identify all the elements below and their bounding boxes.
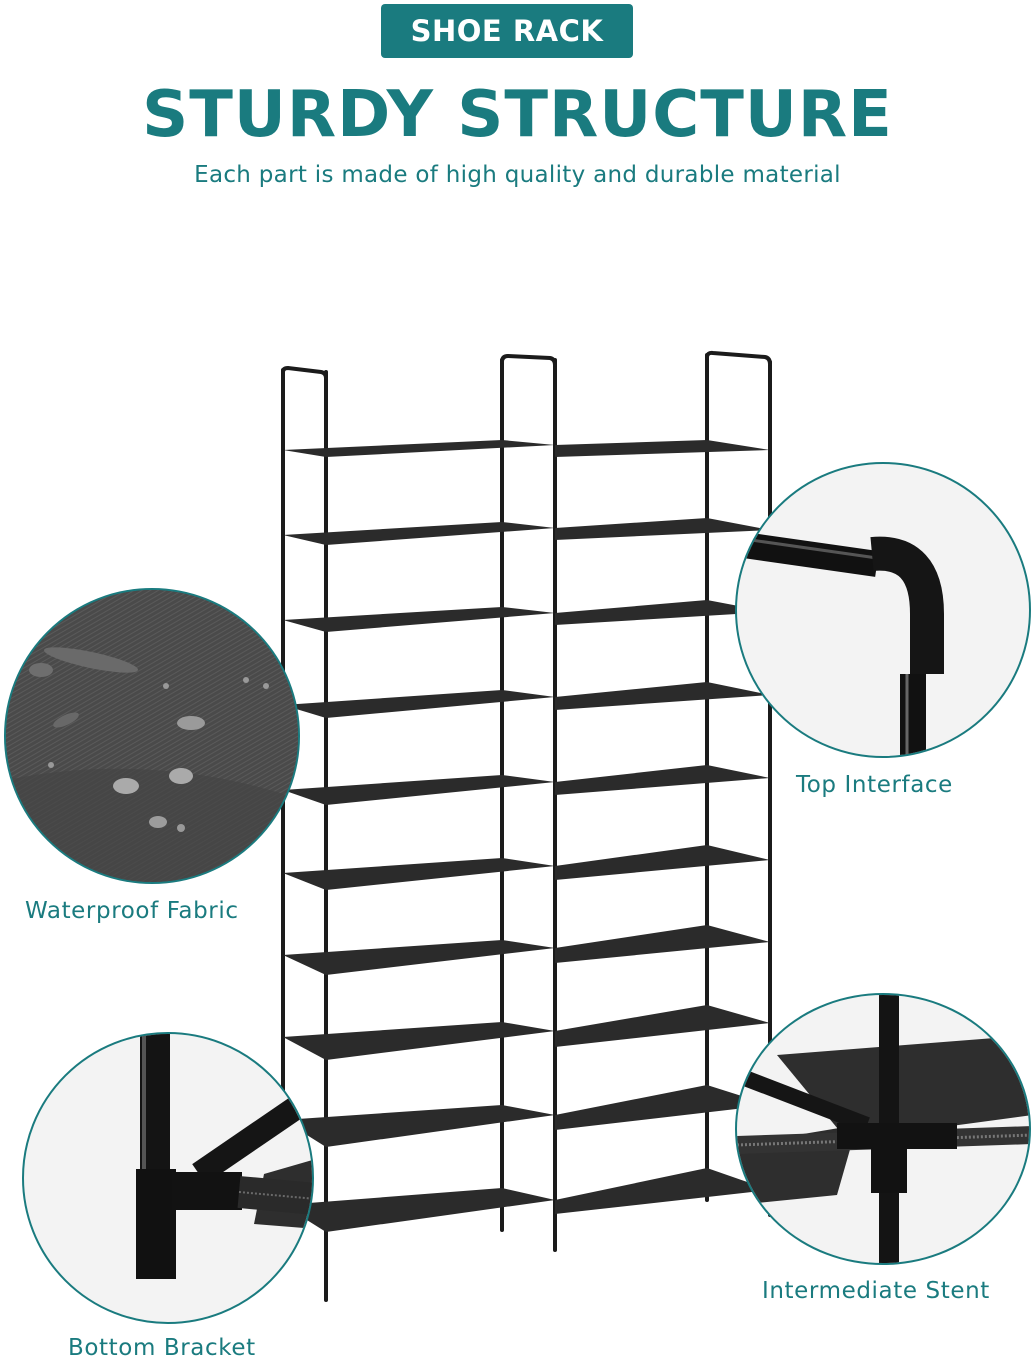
page-subtitle: Each part is made of high quality and du… — [194, 162, 841, 188]
badge-label: SHOE RACK — [410, 14, 604, 48]
t-joint-icon — [136, 1034, 312, 1279]
caption-intermediate-stent: Intermediate Stent — [762, 1278, 990, 1304]
fabric-water-drops-icon — [6, 590, 298, 882]
page-title: STURDY STRUCTURE — [142, 78, 893, 152]
detail-top-interface — [735, 462, 1031, 758]
caption-waterproof-fabric: Waterproof Fabric — [25, 898, 239, 924]
detail-bottom-bracket — [22, 1032, 314, 1324]
elbow-joint-icon — [737, 531, 944, 756]
shoe-rack-badge: SHOE RACK — [381, 4, 633, 58]
detail-waterproof-fabric — [4, 588, 300, 884]
cross-joint-icon — [737, 995, 1029, 1263]
caption-bottom-bracket: Bottom Bracket — [68, 1335, 256, 1361]
detail-intermediate-stent — [735, 993, 1031, 1265]
caption-top-interface: Top Interface — [796, 772, 953, 798]
